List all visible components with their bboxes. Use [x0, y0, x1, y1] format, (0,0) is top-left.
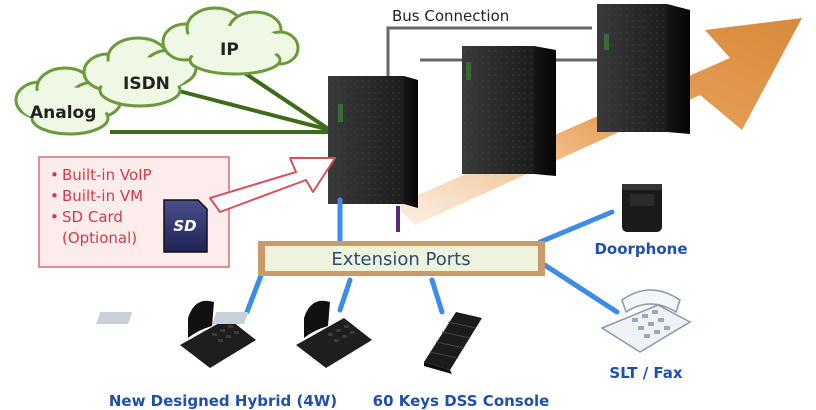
analog-label: Analog [30, 103, 96, 123]
dss-console-label: 60 Keys DSS Console [373, 392, 550, 410]
feature-bullet: • [50, 166, 59, 184]
extension-ports-box [258, 241, 545, 276]
main-cabinet [328, 76, 418, 232]
ip-cloud [161, 6, 300, 76]
sd-card-icon [163, 199, 208, 253]
feature-arrow [209, 157, 336, 213]
feature-optional: (Optional) [62, 229, 137, 247]
bus-connection-label: Bus Connection [392, 7, 509, 25]
hybrid-phone-icon [212, 300, 372, 368]
hybrid-label: New Designed Hybrid (4W) [109, 392, 337, 410]
extension-lines [244, 197, 620, 315]
extension-ports-label: Extension Ports [331, 249, 470, 270]
slt-fax-label: SLT / Fax [609, 364, 683, 382]
feature-sd-card: SD Card [62, 208, 123, 226]
features-list: • Built-in VoIP • Built-in VM • SD Card … [50, 166, 152, 247]
feature-vm: Built-in VM [62, 187, 143, 205]
doorphone-icon [622, 184, 662, 232]
slt-phone-icon [600, 289, 692, 353]
isdn-label: ISDN [123, 74, 170, 94]
feature-bullet: • [50, 208, 59, 226]
sd-card-text: SD [173, 217, 196, 235]
hybrid-phone-icon [96, 300, 256, 368]
dss-console-icon [424, 312, 482, 374]
expansion-cabinet-1 [462, 46, 556, 176]
doorphone-label: Doorphone [594, 240, 687, 258]
feature-voip: Built-in VoIP [62, 166, 152, 184]
ip-label: IP [220, 40, 239, 60]
feature-bullet: • [50, 187, 59, 205]
expansion-cabinet-2 [597, 4, 690, 134]
